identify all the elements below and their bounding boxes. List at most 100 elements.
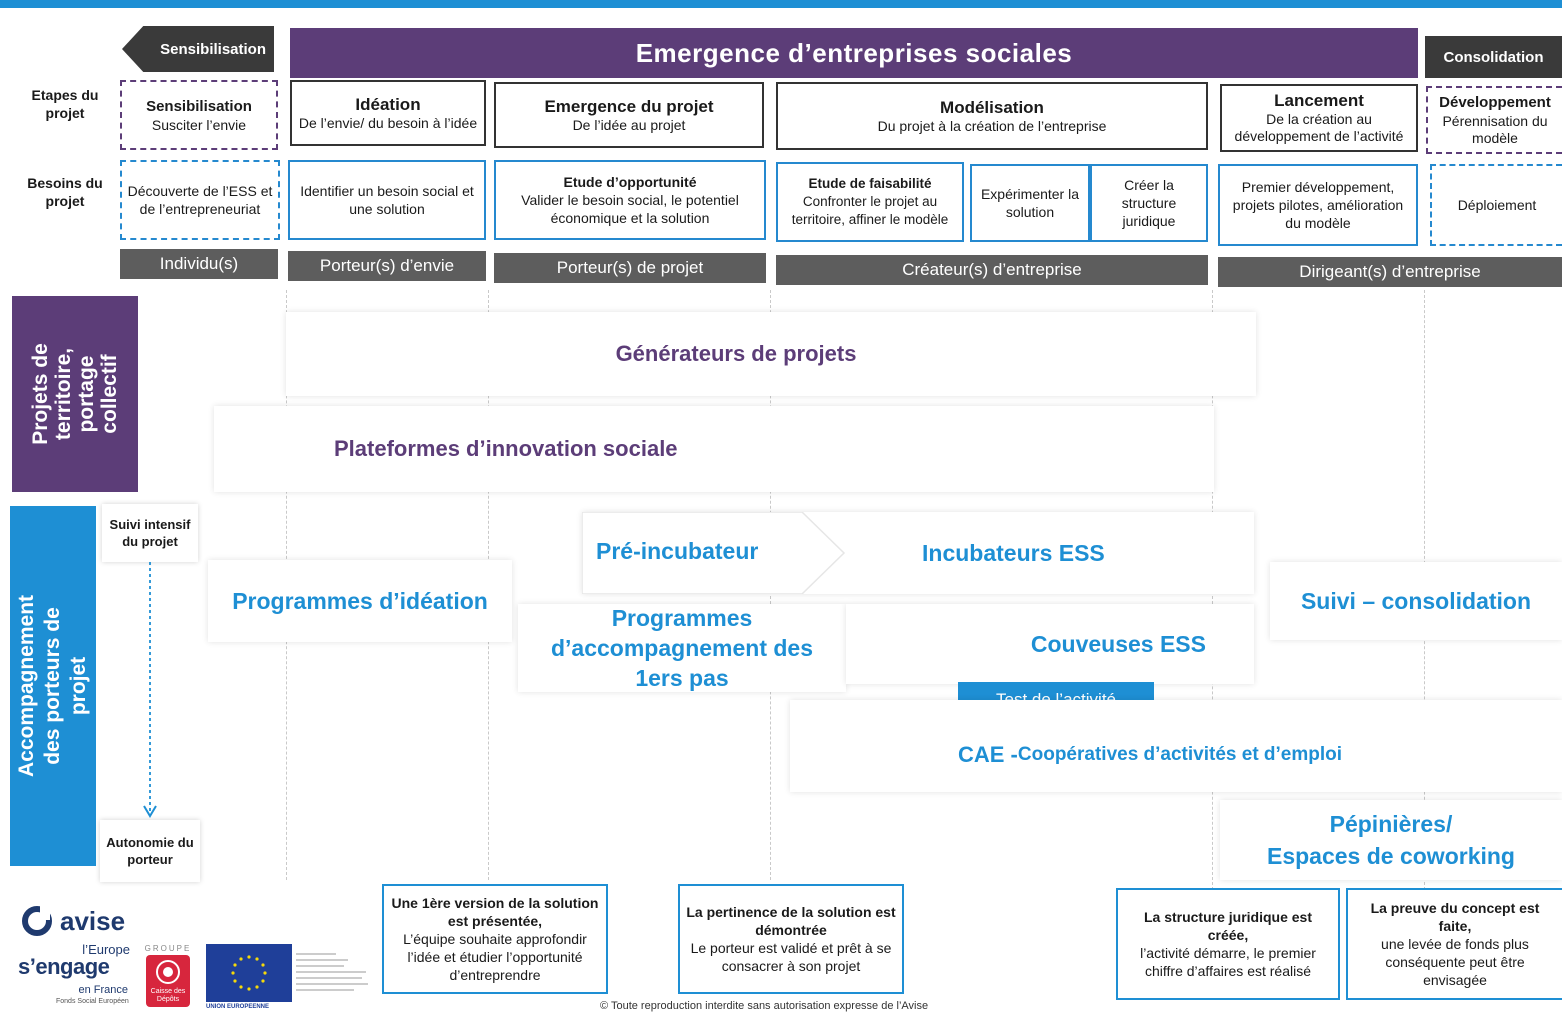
phase-sensibilisation: Sensibilisation [122,26,274,72]
avise-mark-icon [22,906,52,936]
stage-title: Développement [1439,94,1551,111]
need-desc: Déploiement [1457,197,1537,213]
stage-sensibilisation: Sensibilisation Susciter l’envie [120,80,278,150]
logo-cdc-text: Caisse des Dépôts [150,988,186,1003]
stage-title: Emergence du projet [544,96,714,116]
incubateurs-label: Incubateurs ESS [922,540,1105,566]
band-plateformes: Plateformes d’innovation sociale [214,406,1214,492]
logo-france-text: en France [78,984,128,996]
need-opportunite: Etude d’opportunité Valider le besoin so… [494,160,766,240]
need-title: Etude de faisabilité [808,176,932,191]
stage-desc: De l’idée au projet [572,116,686,133]
fse-fine-print [296,953,368,991]
pepinieres-line2: Espaces de coworking [1267,843,1515,869]
sidebar-accompagnement: Accompagnement des porteurs de projet [10,506,96,866]
band-suivi-label: Suivi – consolidation [1300,587,1532,614]
sidebar-territoire: Projets de territoire, portage collectif [12,296,138,492]
milestone-text: l’activité démarre, le premier chiffre d… [1140,945,1316,979]
eu-stars-icon [231,955,267,991]
milestone-text: une levée de fonds plus conséquente peut… [1381,936,1529,988]
stage-title: Modélisation [940,97,1044,117]
logo-europe-sengage: l’Europe s’engage en France Fonds Social… [18,942,134,1012]
phase-consolidation: Consolidation [1425,36,1562,78]
band-pepinieres: Pépinières/ Espaces de coworking [1220,800,1562,880]
band-ideation: Programmes d’idéation [208,560,512,642]
logo-ue-text: UNION EUROPEENNE [206,1004,270,1010]
logo-union-europeenne: UNION EUROPEENNE [206,944,292,1012]
need-desc: Valider le besoin social, le potentiel é… [521,192,739,226]
stage-desc: Pérennisation du modèle [1442,113,1548,146]
stage-desc: Du projet à la création de l’entreprise [877,117,1107,134]
need-creer-structure: Créer la structure juridique [1090,164,1208,242]
need-identifier: Identifier un besoin social et une solut… [288,160,486,240]
band-couveuses-label: Couveuses ESS [1030,630,1206,657]
stage-desc: Susciter l’envie [151,116,247,133]
intensity-arrow [143,562,157,818]
band-suivi: Suivi – consolidation [1270,562,1562,640]
stage-desc: De la création au développement de l’act… [1234,111,1404,144]
milestone-ideation: Une 1ère version de la solution est prés… [382,884,608,994]
eu-flag [206,944,292,1002]
band-generateurs-label: Générateurs de projets [615,341,857,366]
milestone-structure: La structure juridique est créée, l’acti… [1116,888,1340,1000]
milestone-bold: La structure juridique est créée, [1143,909,1313,943]
stage-developpement: Développement Pérennisation du modèle [1426,86,1562,154]
band-couveuses: Couveuses ESS [846,604,1254,684]
stage-title: Lancement [1274,91,1364,110]
avise-wordmark: avise [60,905,126,936]
milestone-pertinence: La pertinence de la solution est démontr… [678,884,904,994]
stage-emergence-projet: Emergence du projet De l’idée au projet [494,82,764,148]
need-desc: Premier développement, projets pilotes, … [1232,179,1404,231]
need-experimenter: Expérimenter la solution [970,164,1090,242]
milestone-text: L’équipe souhaite approfondir l’idée et … [403,931,587,983]
stage-ideation: Idéation De l’envie/ du besoin à l’idée [290,80,486,146]
need-desc: Confronter le projet au territoire, affi… [791,194,949,227]
seal-icon [156,960,180,984]
band-premiers-pas-label: Programmes d’accompagnement des 1ers pas [550,605,814,691]
cae-label: Coopératives d’activités et d’emploi [1017,744,1343,765]
actor-porteur-projet: Porteur(s) de projet [494,253,766,283]
stage-title: Idéation [355,94,421,114]
need-premier-developpement: Premier développement, projets pilotes, … [1218,164,1418,246]
need-desc: Découverte de l’ESS et de l’entrepreneur… [127,183,273,217]
need-title: Etude d’opportunité [563,174,697,190]
axis-suivi-intensif: Suivi intensif du projet [102,504,198,562]
stage-desc: De l’envie/ du besoin à l’idée [298,114,478,131]
pre-incubateur-label: Pré-incubateur [596,538,759,564]
need-desc: Créer la structure juridique [1121,177,1177,229]
logo-groupe-text: GROUPE [144,944,192,953]
row-label-etapes: Etapes du projet [31,87,99,121]
sidebar-territoire-label: Projets de territoire, portage collectif [29,343,121,445]
stage-lancement: Lancement De la création au développemen… [1220,84,1418,152]
milestone-bold: Une 1ère version de la solution est prés… [391,895,599,929]
logo-caisse-depots: GROUPE Caisse des Dépôts [138,944,198,1012]
actor-createur: Créateur(s) d’entreprise [776,255,1208,285]
logo-europe-text: l’Europe [82,942,130,957]
need-desc: Expérimenter la solution [980,186,1080,220]
caisse-depots-badge: Caisse des Dépôts [146,955,190,1007]
band-ideation-label: Programmes d’idéation [232,587,488,614]
logo-engage-text: s’engage [18,954,110,979]
stage-title: Sensibilisation [146,97,252,115]
actor-porteur-envie: Porteur(s) d’envie [288,251,486,281]
milestone-bold: La pertinence de la solution est démontr… [686,904,896,938]
milestone-bold: La preuve du concept est faite, [1370,900,1540,934]
stage-modelisation: Modélisation Du projet à la création de … [776,82,1208,150]
band-premiers-pas: Programmes d’accompagnement des 1ers pas [518,604,846,692]
band-cae: CAE - Coopératives d’activités et d’empl… [790,700,1562,792]
need-deploiement: Déploiement [1430,164,1562,246]
phase-emergence: Emergence d’entreprises sociales [290,28,1418,78]
milestone-text: Le porteur est validé et prêt à se consa… [690,940,892,974]
cae-prefix: CAE - [958,742,1018,767]
row-label-besoins: Besoins du projet [27,175,103,209]
need-decouverte: Découverte de l’ESS et de l’entrepreneur… [120,160,280,240]
actor-dirigeant: Dirigeant(s) d’entreprise [1218,257,1562,287]
sidebar-accompagnement-label: Accompagnement des porteurs de projet [15,594,91,778]
band-generateurs: Générateurs de projets [286,312,1256,396]
logo-avise: avise [22,904,125,938]
actor-individu: Individu(s) [120,249,278,279]
logo-fse-text: Fonds Social Européen [56,998,129,1005]
axis-autonomie: Autonomie du porteur [100,820,200,882]
milestone-preuve-concept: La preuve du concept est faite, une levé… [1346,888,1562,1000]
need-faisabilite: Etude de faisabilité Confronter le proje… [776,162,964,242]
